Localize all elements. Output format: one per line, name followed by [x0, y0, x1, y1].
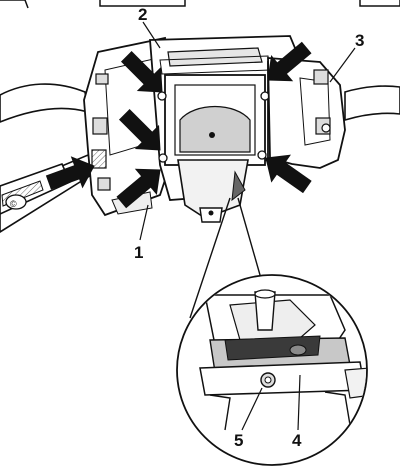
screw-icon: [158, 153, 168, 163]
arrow-icon: [265, 154, 312, 194]
housing-center-hole: [209, 132, 215, 138]
callout-1: 1: [134, 243, 143, 262]
arrow-icon: [45, 156, 95, 190]
svg-text:©: ©: [10, 199, 17, 209]
callout-3: 3: [355, 31, 364, 50]
central-clock-spring-housing: [149, 35, 302, 223]
right-switch-housing: [267, 57, 346, 169]
callout-4: 4: [292, 431, 302, 450]
steering-wheel-spoke-left: [0, 83, 89, 123]
screw-icon: [157, 91, 167, 101]
callout-leaders: [139, 21, 356, 431]
arrow-group: [45, 41, 312, 209]
top-edge-fragments: [0, 0, 400, 9]
arrow-icon: [116, 168, 161, 209]
arrow-icon: [120, 50, 163, 93]
inset-leader-lines: [189, 197, 263, 319]
arrow-icon: [118, 108, 161, 151]
screw-icon: [260, 91, 270, 101]
steering-wheel-spoke-right: [344, 85, 400, 122]
callout-2: 2: [138, 5, 147, 24]
callout-5: 5: [234, 431, 243, 450]
detail-inset: [176, 274, 368, 466]
arrow-icon: [267, 41, 312, 82]
screw-icon: [257, 150, 267, 160]
